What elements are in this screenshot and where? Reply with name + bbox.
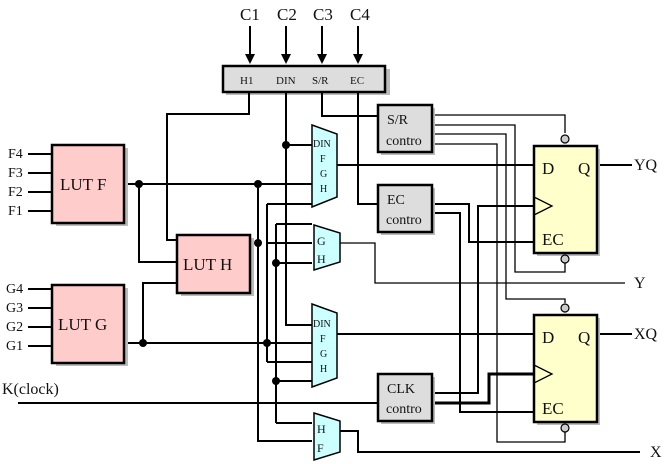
config-box: H1 DIN S/R EC xyxy=(221,64,390,95)
clock-edge-icon xyxy=(533,196,554,216)
mux-y-g: G xyxy=(317,234,326,248)
mux-x-h: H xyxy=(317,422,326,436)
output-xq: XQ xyxy=(634,326,658,343)
arrow-icon xyxy=(245,26,363,64)
mux-bottom-din: DIN xyxy=(313,319,331,330)
output-yq: YQ xyxy=(634,157,658,174)
mux-top: DIN F G H xyxy=(311,123,338,209)
clk-control: CLK contro xyxy=(376,372,435,424)
input-c3: C3 xyxy=(313,5,333,24)
clock-label: K(clock) xyxy=(2,381,59,398)
mux-top-h: H xyxy=(320,184,327,195)
mux-x: H F xyxy=(313,411,341,462)
mux-bottom-f: F xyxy=(320,334,326,345)
junction-dots xyxy=(135,141,290,385)
output-x: X xyxy=(650,444,662,461)
mux-bottom-g: G xyxy=(320,349,327,360)
lut-f-input-f1: F1 xyxy=(8,204,23,219)
config-label-ec: EC xyxy=(350,75,364,87)
mux-top-f: F xyxy=(320,154,326,165)
lut-f-input-f3: F3 xyxy=(8,166,23,181)
input-c1: C1 xyxy=(240,5,260,24)
ff-bottom-ec: EC xyxy=(542,399,564,418)
lut-g-input-g2: G2 xyxy=(6,320,23,335)
wires xyxy=(18,92,640,453)
flip-flop-top: D Q EC xyxy=(532,134,600,264)
lut-g: LUT G G4 G3 G2 G1 xyxy=(6,282,128,366)
ec-control-label: EC xyxy=(387,193,405,208)
config-label-din: DIN xyxy=(276,75,296,87)
lut-h: LUT H xyxy=(175,233,254,296)
ff-top-q: Q xyxy=(578,159,590,178)
lut-f-label: LUT F xyxy=(60,175,106,194)
config-inputs: C1 C2 C3 C4 xyxy=(240,5,370,64)
input-c2: C2 xyxy=(277,5,297,24)
ff-bottom-d: D xyxy=(542,328,554,347)
clk-control-sub: contro xyxy=(386,402,422,417)
lut-g-label: LUT G xyxy=(58,315,107,334)
lut-f-input-f2: F2 xyxy=(8,185,23,200)
config-label-h1: H1 xyxy=(240,75,253,87)
mux-bottom-h: H xyxy=(320,364,327,375)
ff-bottom-q: Q xyxy=(578,328,590,347)
sr-control-label: S/R xyxy=(387,113,409,128)
ec-control-sub: contro xyxy=(386,213,422,228)
sr-control: S/R contro xyxy=(376,103,435,155)
sr-control-sub: contro xyxy=(386,134,422,149)
lut-g-input-g3: G3 xyxy=(6,301,23,316)
lut-f: LUT F F4 F3 F2 F1 xyxy=(8,143,128,226)
lut-f-input-f4: F4 xyxy=(8,147,23,162)
input-c4: C4 xyxy=(350,5,370,24)
mux-bottom: DIN F G H xyxy=(311,302,338,389)
ff-top-ec: EC xyxy=(542,230,564,249)
clk-control-label: CLK xyxy=(387,382,415,397)
ec-control: EC contro xyxy=(376,183,435,235)
mux-x-f: F xyxy=(317,441,324,455)
ff-top-d: D xyxy=(542,159,554,178)
lut-h-label: LUT H xyxy=(183,255,232,274)
lut-g-input-g1: G1 xyxy=(6,339,23,354)
mux-top-din: DIN xyxy=(313,139,331,150)
mux-y: G H xyxy=(313,223,341,272)
config-label-sr: S/R xyxy=(312,75,329,87)
mux-y-h: H xyxy=(317,252,326,266)
output-y: Y xyxy=(634,275,646,292)
lut-g-input-g4: G4 xyxy=(6,282,23,297)
flip-flop-bottom: D Q EC xyxy=(532,303,600,433)
clock-edge-icon xyxy=(533,364,554,384)
mux-top-g: G xyxy=(320,169,327,180)
